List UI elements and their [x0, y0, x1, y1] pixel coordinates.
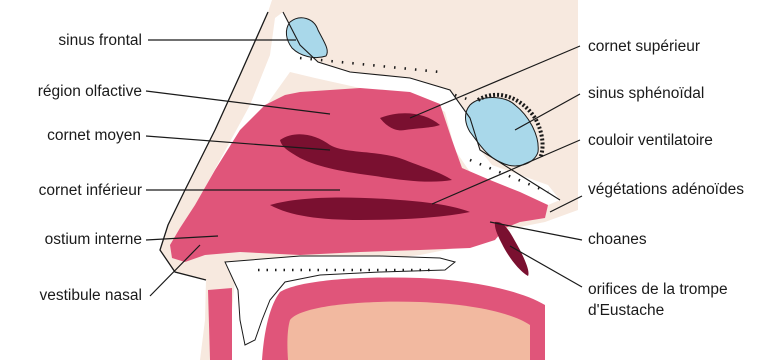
upper-lip [208, 288, 232, 360]
label-choanes: choanes [588, 231, 647, 249]
label-cornet-inferieur: cornet inférieur [39, 182, 142, 200]
label-sinus-sphenoidal: sinus sphénoïdal [588, 85, 704, 103]
label-cornet-moyen: cornet moyen [47, 127, 141, 145]
label-vegetations-adenoides: végétations adénoïdes [588, 181, 744, 199]
label-region-olfactive: région olfactive [38, 83, 142, 101]
choana-shadow [495, 222, 529, 276]
label-orifices-trompe: orifices de la trompe d'Eustache [588, 279, 728, 321]
label-sinus-frontal: sinus frontal [58, 32, 142, 50]
label-ostium-interne: ostium interne [45, 231, 142, 249]
label-vestibule-nasal: vestibule nasal [39, 287, 142, 305]
label-couloir-ventilatoire: couloir ventilatoire [588, 132, 713, 150]
label-cornet-superieur: cornet supérieur [588, 38, 700, 56]
